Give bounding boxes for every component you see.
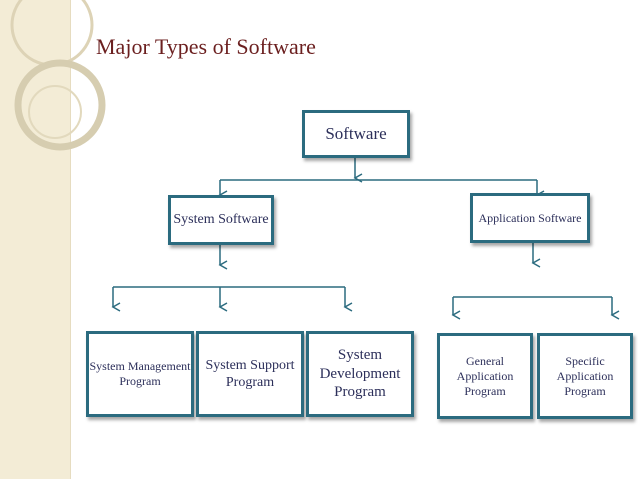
system-software-box: System Software (168, 195, 274, 245)
system-management-program-label: System Management Program (89, 359, 191, 389)
specific-application-program-label: Specific Application Program (540, 354, 630, 399)
system-management-program-box: System Management Program (86, 331, 194, 417)
system-development-program-label: System Development Program (309, 346, 411, 402)
system-software-label: System Software (173, 211, 268, 229)
software-box: Software (302, 110, 410, 158)
system-development-program-box: System Development Program (306, 331, 414, 417)
general-application-program-box: General Application Program (437, 333, 533, 419)
application-software-box: Application Software (470, 193, 590, 243)
software-label: Software (325, 123, 386, 144)
general-application-program-label: General Application Program (440, 354, 530, 399)
specific-application-program-box: Specific Application Program (537, 333, 633, 419)
system-support-program-box: System Support Program (196, 331, 304, 417)
system-support-program-label: System Support Program (199, 357, 301, 392)
application-software-label: Application Software (479, 211, 582, 226)
